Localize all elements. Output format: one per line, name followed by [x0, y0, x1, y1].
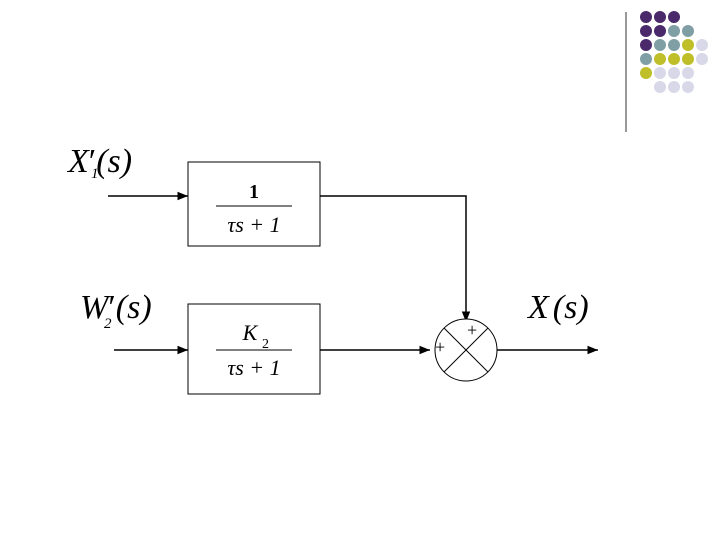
decorative-dot	[682, 53, 694, 65]
input-label-x1-subscript: 1	[91, 166, 99, 182]
block2-numerator-subscript: 2	[262, 337, 269, 352]
summer-sign-top: +	[467, 320, 477, 340]
input-label-w2-subscript: 2	[104, 316, 112, 332]
decorative-dot	[654, 11, 666, 23]
decorative-dot	[654, 67, 666, 79]
decorative-dot	[640, 67, 652, 79]
transfer-block-1: 1 τs + 1	[187, 161, 321, 247]
output-label: X(s)	[526, 289, 589, 326]
summing-junction	[434, 318, 498, 382]
decorative-dot	[696, 39, 708, 51]
summer-sign-left: +	[435, 337, 445, 357]
decorative-dot	[668, 39, 680, 51]
decorative-dot	[640, 11, 652, 23]
decorative-dot	[668, 81, 680, 93]
transfer-block-2: K 2 τs + 1	[187, 303, 321, 395]
decorative-dot	[640, 39, 652, 51]
decorative-dot	[682, 81, 694, 93]
decorative-dot	[654, 53, 666, 65]
block1-denominator: τs + 1	[227, 212, 280, 237]
input-label-x1: X′(s)	[66, 143, 132, 180]
decorative-dot	[654, 81, 666, 93]
decorative-dot	[668, 25, 680, 37]
decorative-dot	[640, 25, 652, 37]
dot-grid	[640, 11, 708, 93]
decorative-dot	[654, 39, 666, 51]
decorative-dot	[682, 39, 694, 51]
block2-numerator: K	[242, 320, 259, 345]
decorative-dot	[696, 53, 708, 65]
decorative-dot	[640, 53, 652, 65]
decorative-dot	[682, 25, 694, 37]
decorative-dot	[654, 25, 666, 37]
connector-block1-to-summer	[320, 195, 471, 322]
decorative-dot	[668, 53, 680, 65]
block1-numerator: 1	[249, 181, 259, 203]
decorative-dot	[682, 67, 694, 79]
decorative-dot	[668, 67, 680, 79]
input-label-w2: W′(s)	[80, 289, 152, 326]
decorative-dot	[668, 11, 680, 23]
block2-denominator: τs + 1	[227, 355, 280, 380]
